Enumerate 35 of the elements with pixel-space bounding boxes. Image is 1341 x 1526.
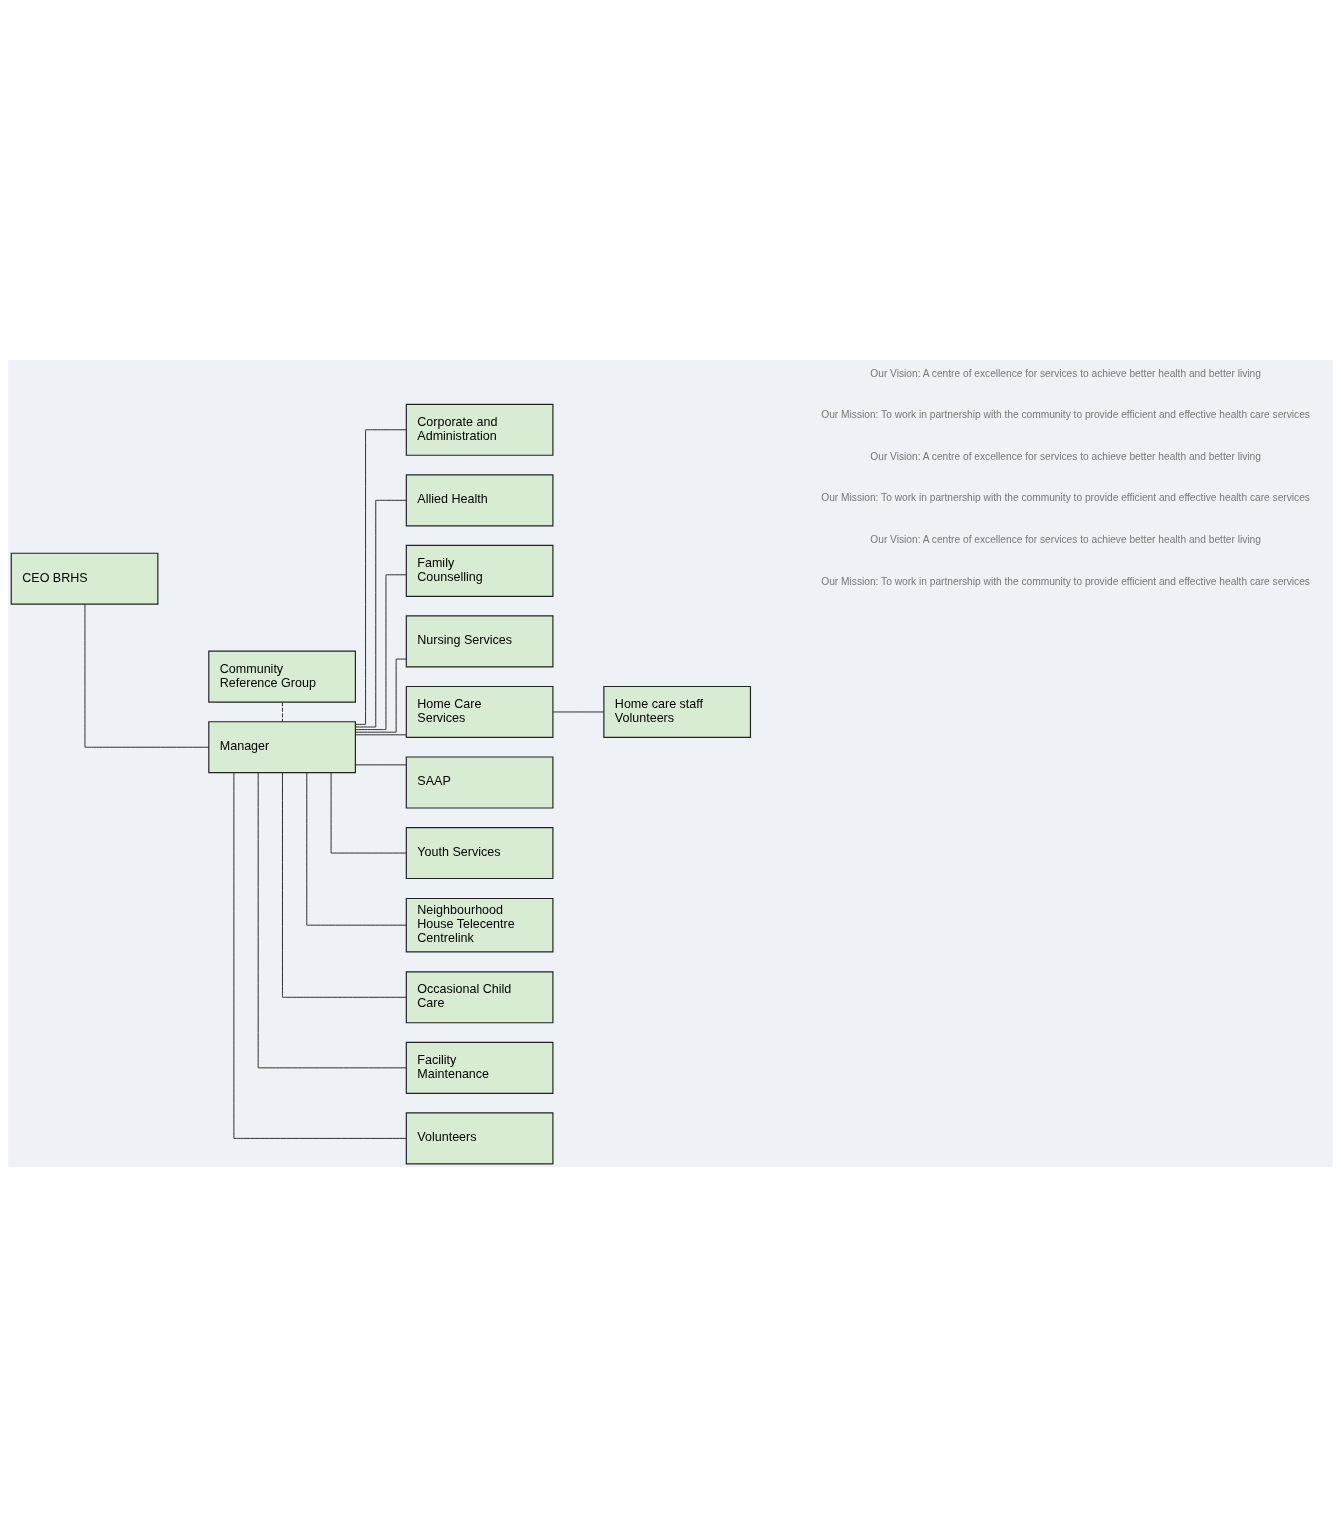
connector <box>552 711 604 712</box>
connector <box>282 771 407 998</box>
node-box: Corporate and Administration <box>405 403 554 456</box>
connector <box>306 771 407 926</box>
label: Our Vision: A centre of excellence for services to achieve better health and better living <box>870 533 1261 545</box>
node-box: Nursing Services <box>405 614 554 667</box>
connector <box>355 428 407 725</box>
node-box: SAAP <box>405 755 554 809</box>
label: Our Vision: A centre of excellence for services to achieve better health and better living <box>870 367 1261 379</box>
label: Our Mission: To work in partnership with the community to provide efficient and effective health care services <box>821 408 1310 420</box>
connector <box>355 573 407 730</box>
node-box: Family Counselling <box>405 544 554 597</box>
node-box: CEO BRHS <box>10 552 159 605</box>
label: Our Mission: To work in partnership with the community to provide efficient and effective health care services <box>821 575 1310 586</box>
node-box: Volunteers <box>405 1111 554 1164</box>
connector <box>257 771 407 1068</box>
connector <box>233 771 407 1139</box>
connector <box>355 763 407 765</box>
connector <box>354 499 407 727</box>
node-box: Community Reference Group <box>208 650 356 703</box>
connector <box>282 701 283 722</box>
node-box: Home care staff Volunteers <box>603 685 752 738</box>
connector <box>355 658 407 733</box>
label: Our Vision: A centre of excellence for services to achieve better health and better living <box>870 450 1261 462</box>
node-box: Neighbourhood House Telecentre Centrelink <box>405 897 554 952</box>
node-box: Manager <box>208 720 356 773</box>
connector <box>330 771 407 854</box>
node-box: Home Care Services <box>405 685 554 738</box>
connector <box>355 733 407 735</box>
connector <box>84 603 210 748</box>
node-box: Occasional Child Care <box>405 970 554 1023</box>
label: Our Mission: To work in partnership with the community to provide efficient and effective health care services <box>821 491 1310 503</box>
node-box: Youth Services <box>405 826 554 879</box>
node-box: Facility Maintenance <box>405 1041 554 1094</box>
node-box: Allied Health <box>405 473 554 526</box>
